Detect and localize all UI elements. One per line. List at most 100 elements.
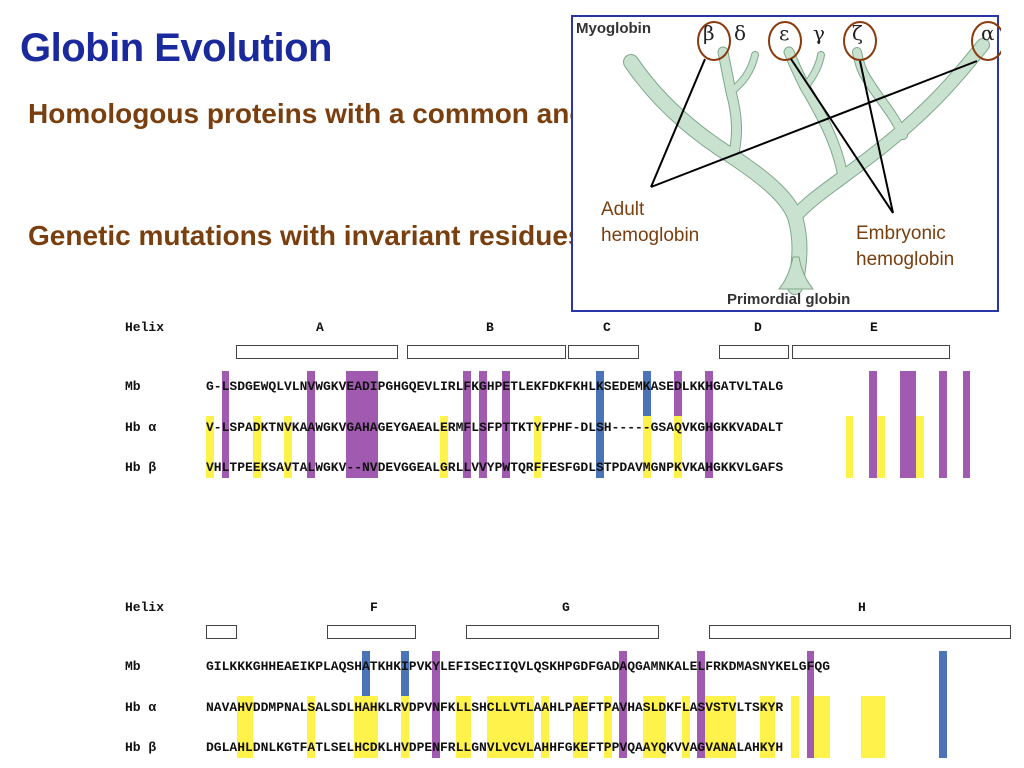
conserved-highlight: [791, 696, 799, 758]
embryonic-pointer-line: [790, 58, 894, 214]
alpha-circle: [971, 21, 1001, 61]
sequence-label: Hb α: [125, 700, 157, 715]
alpha-label: α: [981, 21, 995, 45]
invariant-highlight: [705, 371, 713, 478]
conserved-highlight: [814, 696, 830, 758]
helix-region-box: [206, 625, 237, 639]
tree-branch: [624, 55, 807, 294]
helix-name-e: E: [870, 320, 878, 335]
helix-region-box: [466, 625, 659, 639]
bullet-mutations: Genetic mutations with invariant residue…: [28, 220, 584, 251]
sequence-residues: GILKKKGHHEAEIKPLAQSHATKHKIPVKYLEFISECIIQ…: [206, 659, 830, 674]
conserved-highlight: [541, 696, 550, 758]
primordial-globin-label: Primordial globin: [727, 291, 851, 308]
conserved-highlight: [705, 696, 737, 758]
invariant-highlight: [596, 371, 604, 478]
adult-label-line2: hemoglobin: [601, 225, 700, 246]
helix-region-box: [568, 345, 639, 359]
conserved-highlight: [440, 416, 448, 478]
tree-branch: [789, 39, 989, 223]
helix-name-c: C: [603, 320, 611, 335]
invariant-highlight: [869, 371, 877, 478]
conserved-highlight: [642, 696, 667, 758]
helix-row-label: Helix: [125, 600, 165, 615]
delta-label: δ: [734, 21, 747, 45]
conserved-highlight: [759, 696, 776, 758]
evolution-tree-diagram: [623, 21, 1001, 295]
sequence-label: Mb: [125, 659, 141, 674]
conserved-highlight: [206, 416, 214, 478]
invariant-highlight: [962, 371, 971, 478]
bullet-homologous: Homologous proteins with a common ancest…: [28, 98, 654, 129]
sequence-residues: DGLAHLDNLKGTFATLSELHCDKLHVDPENFRLLGNVLVC…: [206, 740, 784, 755]
helix-region-box: [327, 625, 416, 639]
invariant-highlight: [619, 651, 628, 758]
invariant-highlight: [900, 371, 916, 478]
conserved-highlight: [876, 416, 885, 478]
helix-name-g: G: [562, 600, 570, 615]
epsilon-circle: [768, 21, 802, 61]
invariant-highlight: [479, 371, 487, 478]
conserved-highlight: [533, 416, 542, 478]
helix-name-a: A: [316, 320, 324, 335]
helix-region-box: [407, 345, 566, 359]
myoglobin-label: Myoglobin: [576, 20, 651, 37]
beta-label: β: [703, 21, 715, 45]
conserved-highlight: [455, 696, 472, 758]
conserved-highlight: [674, 416, 682, 478]
conserved-highlight: [572, 696, 589, 758]
invariant-highlight: [939, 371, 947, 478]
tree-pointer-lines: [650, 58, 978, 214]
conserved-highlight: [861, 696, 885, 758]
sequence-label: Hb α: [125, 420, 157, 435]
helix-region-box: [709, 625, 1011, 639]
adult-pointer-line: [650, 60, 978, 188]
conserved-highlight: [252, 416, 261, 478]
invariant-highlight: [806, 651, 815, 758]
sequence-label: Hb β: [125, 460, 157, 475]
conserved-highlight: [354, 696, 378, 758]
conserved-highlight: [845, 416, 854, 478]
sequence-label: Hb β: [125, 740, 157, 755]
evolution-tree-panel: Myoglobin Primordial globin β δ ε γ ζ α …: [571, 15, 1001, 312]
helix-name-d: D: [754, 320, 762, 335]
sequence-residues: V-LSPADKTNVKAAWGKVGAHAGEYGAEALERMFLSFPTT…: [206, 420, 784, 435]
helix-region-box: [719, 345, 789, 359]
embryonic-label-line2: hemoglobin: [856, 249, 955, 270]
conserved-highlight: [915, 416, 924, 478]
sequence-residues: G-LSDGEWQLVLNVWGKVEADIPGHGQEVLIRLFKGHPET…: [206, 379, 784, 394]
invariant-highlight: [346, 371, 378, 478]
conserved-highlight: [307, 696, 316, 758]
sequence-label: Mb: [125, 379, 141, 394]
beta-circle: [697, 21, 731, 61]
sequence-residues: VHLTPEEKSAVTALWGKV--NVDEVGGEALGRLLVVYPWT…: [206, 460, 784, 475]
helix-name-h: H: [858, 600, 866, 615]
tree-trunk-base: [777, 256, 815, 290]
invariant-highlight: [697, 651, 706, 758]
helix-name-b: B: [486, 320, 494, 335]
invariant-highlight: [432, 651, 440, 758]
slide-title: Globin Evolution: [20, 26, 332, 70]
tree-circles: [697, 21, 1001, 61]
zeta-label: ζ: [852, 21, 863, 45]
adult-pointer-line: [650, 58, 706, 188]
conserved-highlight: [486, 696, 534, 758]
conserved-highlight: [603, 696, 612, 758]
invariant-highlight: [463, 371, 472, 478]
adult-label-line1: Adult: [601, 199, 645, 220]
conserved-highlight: [642, 416, 651, 478]
invariant-highlight: [939, 651, 947, 758]
helix-region-box: [236, 345, 398, 359]
embryonic-pointer-line: [859, 60, 894, 214]
sequence-residues: NAVAHVDDMPNALSALSDLHAHKLRVDPVNFKLLSHCLLV…: [206, 700, 784, 715]
zeta-circle: [843, 21, 877, 61]
conserved-highlight: [284, 416, 292, 478]
helix-row-label: Helix: [125, 320, 165, 335]
conserved-highlight: [401, 696, 409, 758]
invariant-highlight: [502, 371, 511, 478]
helix-region-box: [792, 345, 950, 359]
helix-name-f: F: [370, 600, 378, 615]
conserved-highlight: [237, 696, 253, 758]
epsilon-label: ε: [779, 21, 790, 45]
invariant-highlight: [221, 371, 230, 478]
